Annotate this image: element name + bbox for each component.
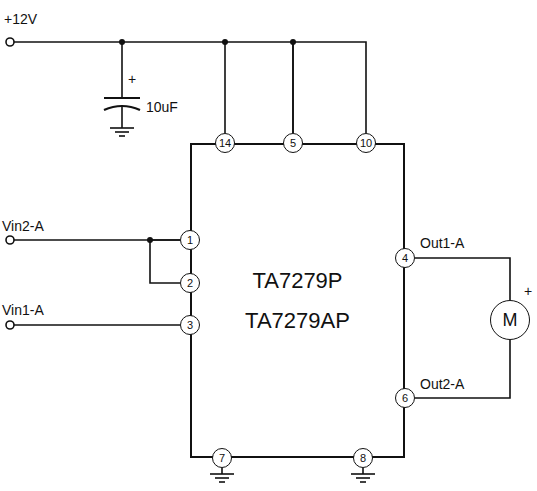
ground-symbol — [110, 128, 134, 136]
supply-label: +12V — [4, 12, 37, 26]
capacitor-value: 10uF — [146, 100, 178, 114]
wire — [293, 42, 366, 133]
signal-name: Out2-A — [420, 377, 464, 391]
pin-number: 10 — [360, 138, 372, 149]
pin-circle: 4 — [395, 248, 415, 268]
pin-circle: 14 — [215, 133, 235, 153]
signal-name: Vin2-A — [2, 219, 44, 233]
pin-number: 2 — [187, 278, 193, 289]
pin-circle: 2 — [180, 273, 200, 293]
ic-package: TA7279P TA7279AP — [190, 143, 405, 458]
polarity-mark: + — [524, 284, 532, 298]
supply-terminal — [6, 38, 14, 46]
pin-circle: 10 — [356, 133, 376, 153]
pin-circle: 3 — [180, 315, 200, 335]
pin-number: 14 — [219, 138, 231, 149]
pin-number: 6 — [402, 393, 408, 404]
pin-number: 1 — [187, 235, 193, 246]
pin-circle: 7 — [212, 448, 232, 468]
capacitor-lead — [121, 106, 123, 128]
junction-dots — [119, 39, 296, 243]
pin-number: 8 — [360, 453, 366, 464]
wire — [415, 340, 510, 398]
pin-circle: 6 — [395, 388, 415, 408]
motor-letter: M — [503, 311, 518, 329]
part-number: TA7279P — [252, 268, 342, 294]
wire — [150, 240, 180, 283]
ground-wire — [221, 468, 223, 474]
pin-number: 3 — [187, 320, 193, 331]
input-wire — [14, 324, 180, 326]
capacitor-lead — [121, 42, 123, 98]
wire — [415, 258, 510, 300]
ground-wire — [362, 468, 364, 474]
part-number: TA7279AP — [245, 308, 350, 334]
capacitor-plate — [104, 97, 140, 99]
motor-symbol: M — [490, 300, 530, 340]
pin-circle: 5 — [283, 133, 303, 153]
pin-number: 5 — [290, 138, 296, 149]
pin-number: 7 — [219, 453, 225, 464]
polarity-mark: + — [128, 72, 136, 86]
input-terminal — [6, 321, 14, 329]
ground-symbol — [351, 474, 375, 482]
pin-circle: 8 — [353, 448, 373, 468]
ground-symbol — [210, 474, 234, 482]
signal-name: Out1-A — [420, 236, 464, 250]
input-terminal — [6, 236, 14, 244]
pin-number: 4 — [402, 253, 408, 264]
signal-name: Vin1-A — [2, 303, 44, 317]
wire — [225, 42, 293, 133]
pin-circle: 1 — [180, 230, 200, 250]
